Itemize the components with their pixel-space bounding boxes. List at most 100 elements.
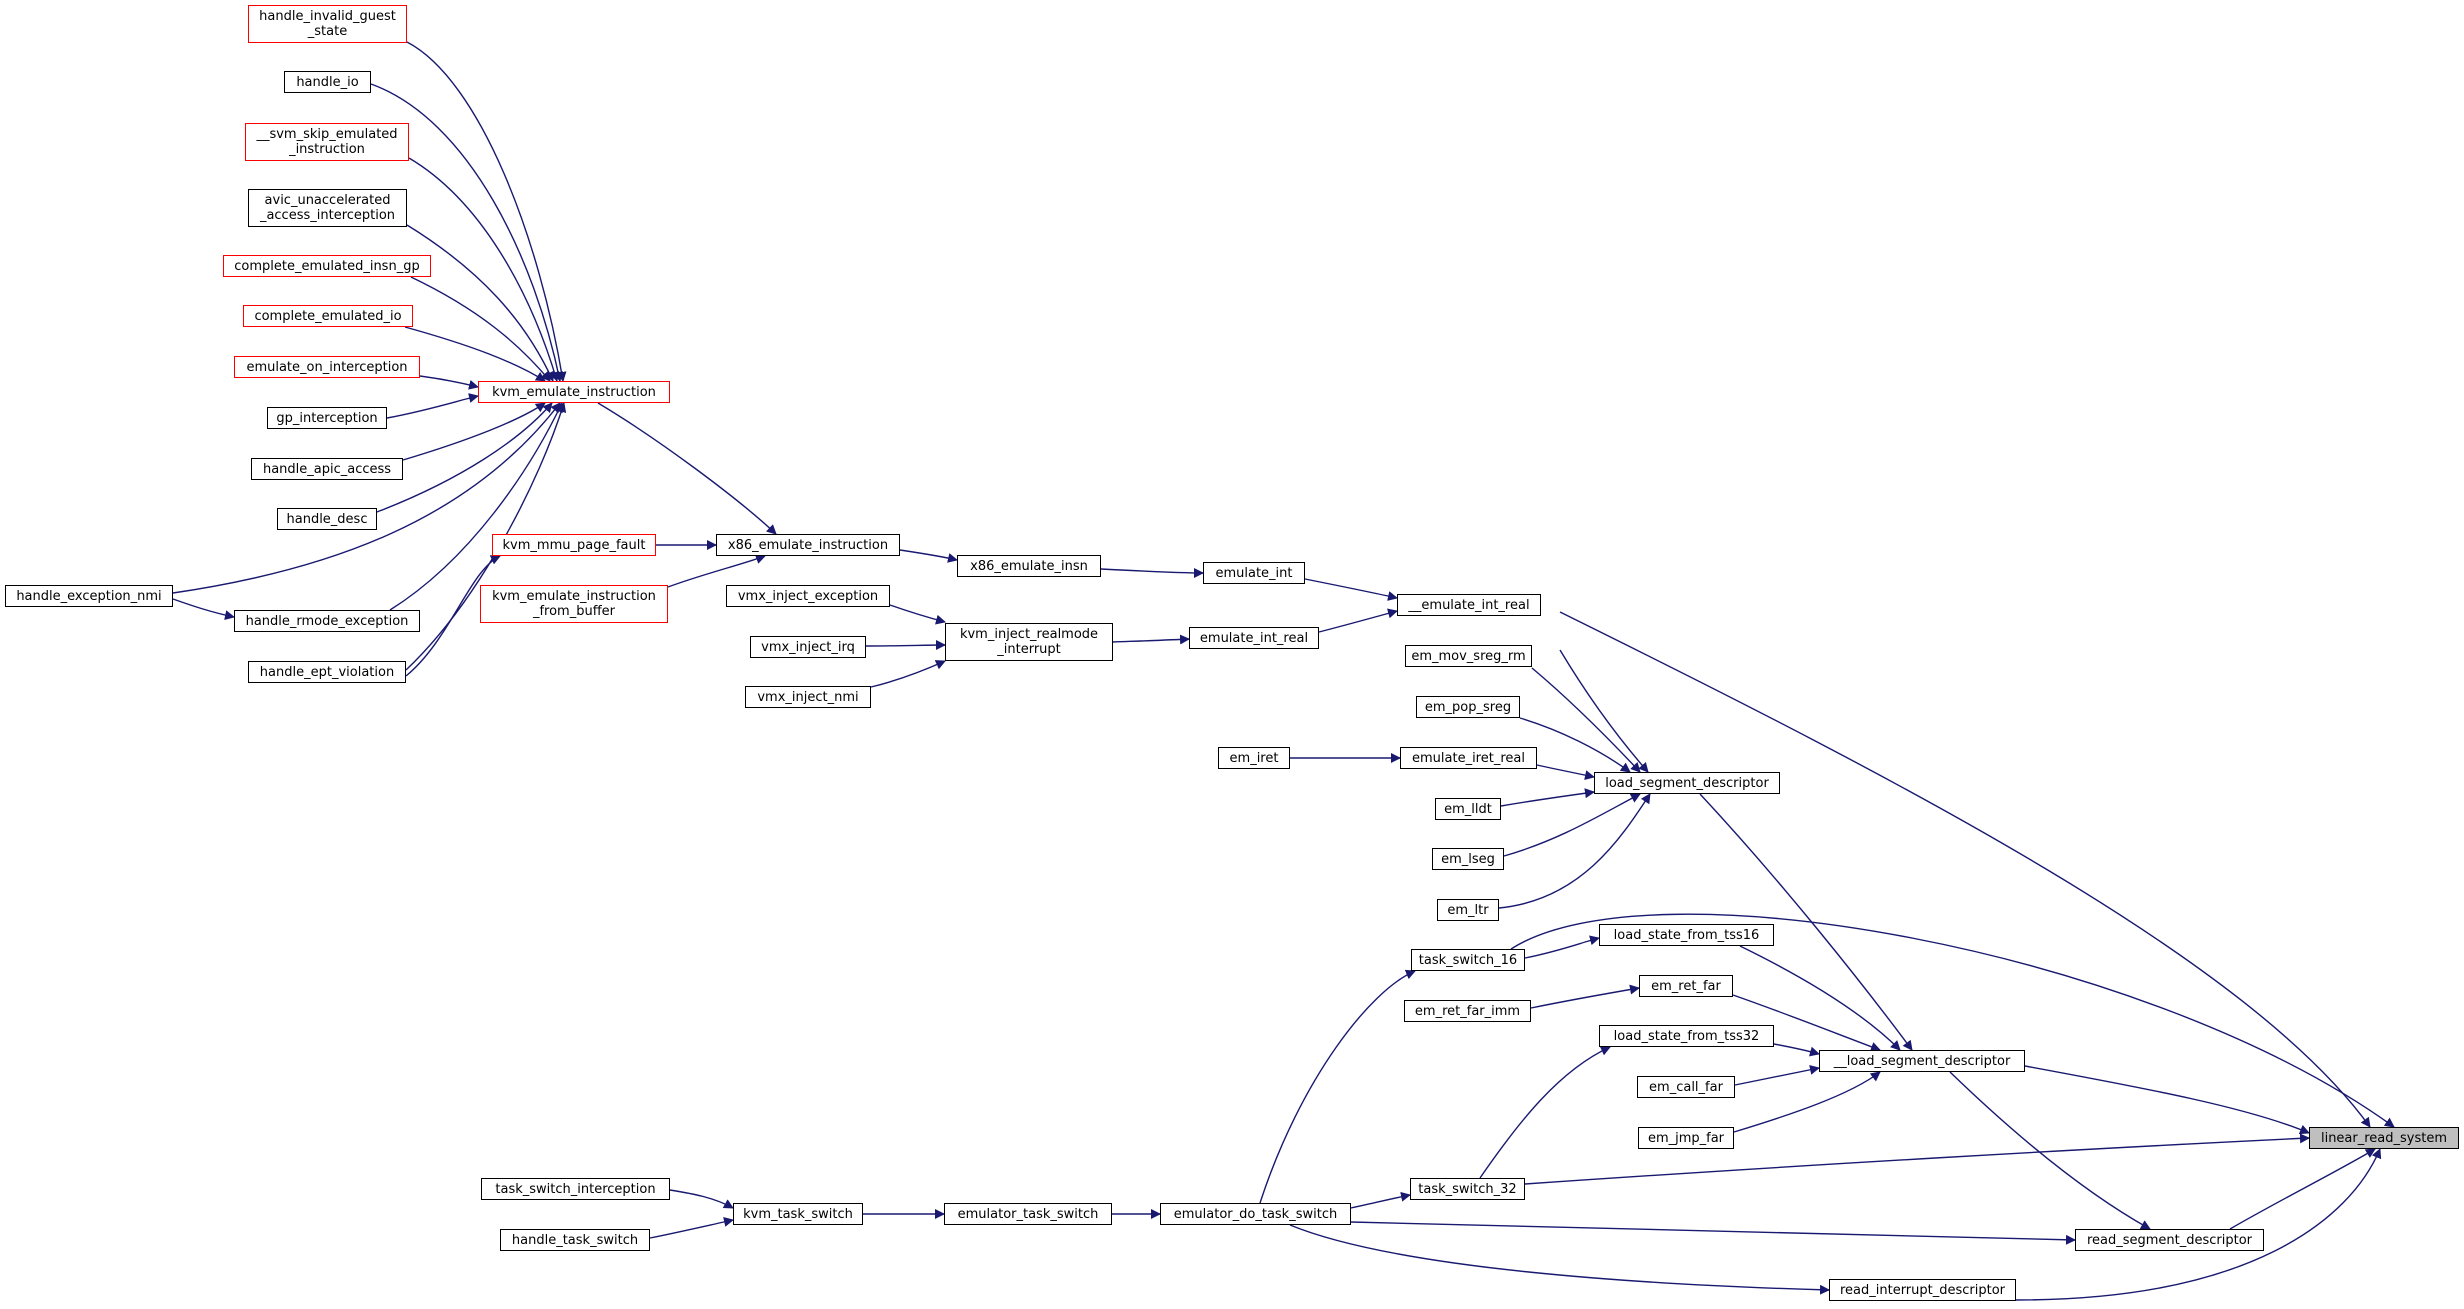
node-kvm-emulate-instruction-from-buffer[interactable]: kvm_emulate_instruction_from_buffer <box>480 585 668 623</box>
node-emulate-iret-real[interactable]: emulate_iret_real <box>1400 747 1537 769</box>
node-read-segment-descriptor[interactable]: read_segment_descriptor <box>2075 1229 2264 1251</box>
node-emulate-int[interactable]: emulate_int <box>1203 562 1305 584</box>
node-kvm-mmu-page-fault[interactable]: kvm_mmu_page_fault <box>492 534 656 556</box>
node-label: em_lldt <box>1444 802 1492 817</box>
node-label-line: read_segment_descriptor <box>2086 1232 2253 1248</box>
node-em-ltr[interactable]: em_ltr <box>1437 899 1499 921</box>
node-load-state-from-tss16[interactable]: load_state_from_tss16 <box>1599 924 1774 946</box>
node-load-segment-descriptor[interactable]: load_segment_descriptor <box>1594 772 1780 794</box>
node-task-switch-interception[interactable]: task_switch_interception <box>481 1178 670 1200</box>
node-handle-invalid-guest-state[interactable]: handle_invalid_guest_state <box>248 5 407 43</box>
node-label-line: emulator_task_switch <box>957 1206 1099 1222</box>
node-handle-task-switch[interactable]: handle_task_switch <box>500 1229 650 1251</box>
edge-avic_unaccelerated_access_interception-to-kvm_emulate_instruction <box>406 224 554 382</box>
node-label: task_switch_32 <box>1418 1182 1516 1197</box>
node-x86-emulate-insn[interactable]: x86_emulate_insn <box>957 555 1101 577</box>
node-label-line: load_segment_descriptor <box>1605 775 1769 791</box>
node-em-lldt[interactable]: em_lldt <box>1435 798 1501 820</box>
edge-emulator_do_task_switch-to-read_interrupt_descriptor <box>1289 1224 1830 1295</box>
node-label: handle_ept_violation <box>260 665 394 680</box>
node-label: __svm_skip_emulated_instruction <box>256 127 397 157</box>
node-vmx-inject-exception[interactable]: vmx_inject_exception <box>726 585 890 607</box>
node-em-ret-far-imm[interactable]: em_ret_far_imm <box>1404 1000 1531 1022</box>
node-complete-emulated-insn-gp[interactable]: complete_emulated_insn_gp <box>223 255 431 277</box>
edge-complete_emulated_io-to-kvm_emulate_instruction <box>404 326 546 382</box>
node-svm-skip-emulated-instruction[interactable]: __svm_skip_emulated_instruction <box>245 123 409 161</box>
node-label: em_mov_sreg_rm <box>1411 649 1525 664</box>
node-label-line: em_mov_sreg_rm <box>1411 648 1526 664</box>
node-label-line: handle_apic_access <box>262 461 392 477</box>
node-vmx-inject-nmi[interactable]: vmx_inject_nmi <box>745 686 871 708</box>
node-load-state-from-tss32[interactable]: load_state_from_tss32 <box>1599 1025 1774 1047</box>
node-handle-io[interactable]: handle_io <box>284 71 371 93</box>
node-label: emulator_task_switch <box>958 1207 1099 1222</box>
node-label-line: avic_unaccelerated <box>264 193 391 208</box>
edge-load_state_from_tss32-to-__load_segment_descriptor <box>1773 1043 1820 1057</box>
node-handle-desc[interactable]: handle_desc <box>277 508 377 530</box>
node-label: em_jmp_far <box>1648 1131 1724 1146</box>
node-handle-ept-violation[interactable]: handle_ept_violation <box>248 661 406 683</box>
node-label: handle_rmode_exception <box>246 614 409 629</box>
edge-handle_exception_nmi-to-handle_rmode_exception <box>172 598 235 621</box>
node-handle-apic-access[interactable]: handle_apic_access <box>251 458 403 480</box>
node-em-mov-sreg-rm[interactable]: em_mov_sreg_rm <box>1405 645 1532 667</box>
node-label-line: vmx_inject_exception <box>737 588 879 604</box>
node-vmx-inject-irq[interactable]: vmx_inject_irq <box>750 636 866 658</box>
node-label: read_interrupt_descriptor <box>1840 1283 2005 1298</box>
node-kvm-task-switch[interactable]: kvm_task_switch <box>733 1203 863 1225</box>
node-load-segment-descriptor[interactable]: __load_segment_descriptor <box>1819 1050 2025 1072</box>
node-em-iret[interactable]: em_iret <box>1218 747 1290 769</box>
edge-em_pop_sreg-to-load_segment_descriptor <box>1519 717 1631 773</box>
node-emulator-task-switch[interactable]: emulator_task_switch <box>944 1203 1112 1225</box>
node-em-lseg[interactable]: em_lseg <box>1432 848 1504 870</box>
node-em-jmp-far[interactable]: em_jmp_far <box>1638 1127 1734 1149</box>
node-em-call-far[interactable]: em_call_far <box>1637 1076 1735 1098</box>
node-emulate-on-interception[interactable]: emulate_on_interception <box>234 356 420 378</box>
node-kvm-emulate-instruction[interactable]: kvm_emulate_instruction <box>478 381 670 403</box>
node-emulate-int-real[interactable]: emulate_int_real <box>1189 627 1319 649</box>
node-complete-emulated-io[interactable]: complete_emulated_io <box>243 305 413 327</box>
node-label-line: handle_exception_nmi <box>16 588 162 604</box>
node-label-line: vmx_inject_nmi <box>757 689 859 705</box>
node-label: emulate_iret_real <box>1412 751 1525 766</box>
node-em-ret-far[interactable]: em_ret_far <box>1639 975 1733 997</box>
node-label: load_segment_descriptor <box>1605 776 1769 791</box>
edge-emulator_do_task_switch-to-task_switch_32 <box>1350 1191 1411 1209</box>
node-read-interrupt-descriptor[interactable]: read_interrupt_descriptor <box>1829 1279 2016 1301</box>
node-label: complete_emulated_io <box>254 309 401 324</box>
edge-svm_skip_emulated_instruction-to-kvm_emulate_instruction <box>408 157 560 382</box>
node-task-switch-16[interactable]: task_switch_16 <box>1411 949 1525 971</box>
node-label-line: x86_emulate_instruction <box>727 537 889 553</box>
node-handle-rmode-exception[interactable]: handle_rmode_exception <box>234 610 420 632</box>
node-label: kvm_emulate_instruction <box>492 385 656 400</box>
node-em-pop-sreg[interactable]: em_pop_sreg <box>1416 696 1520 718</box>
node-label-line: handle_ept_violation <box>259 664 395 680</box>
node-emulator-do-task-switch[interactable]: emulator_do_task_switch <box>1160 1203 1351 1225</box>
node-gp-interception[interactable]: gp_interception <box>267 407 387 429</box>
node-label-line: task_switch_32 <box>1418 1181 1517 1197</box>
node-label-line: _state <box>307 24 348 39</box>
node-label-line: load_state_from_tss32 <box>1613 1028 1760 1044</box>
edge-emulate_iret_real-to-load_segment_descriptor <box>1536 764 1595 781</box>
edge-task_switch_16-to-linear_read_system <box>1510 913 2395 1128</box>
node-label-line: em_ret_far <box>1651 978 1721 994</box>
node-emulate-int-real[interactable]: __emulate_int_real <box>1397 594 1541 616</box>
edge-kvm_emulate_instruction_from_buffer-to-x86_emulate_instruction <box>667 554 766 588</box>
node-label: load_state_from_tss32 <box>1614 1029 1760 1044</box>
node-x86-emulate-instruction[interactable]: x86_emulate_instruction <box>716 534 900 556</box>
node-avic-unaccelerated-access-interception[interactable]: avic_unaccelerated_access_interception <box>248 189 407 227</box>
node-label-line: __load_segment_descriptor <box>1833 1053 2011 1069</box>
node-label-line: emulator_do_task_switch <box>1173 1206 1338 1222</box>
node-task-switch-32[interactable]: task_switch_32 <box>1410 1178 1525 1200</box>
edge-em_jmp_far-to-__load_segment_descriptor <box>1733 1071 1881 1133</box>
edge-__emulate_int_real-to-linear_read_system <box>1559 611 2371 1128</box>
node-kvm-inject-realmode-interrupt[interactable]: kvm_inject_realmode_interrupt <box>945 623 1113 661</box>
edge-kvm_inject_realmode_interrupt-to-emulate_int_real <box>1112 634 1190 645</box>
edge-em_ret_far_imm-to-em_ret_far <box>1530 984 1640 1009</box>
edge-emulate_int-to-__emulate_int_real <box>1304 578 1398 601</box>
node-label: handle_io <box>296 75 358 90</box>
node-label: kvm_inject_realmode_interrupt <box>960 627 1098 657</box>
node-handle-exception-nmi[interactable]: handle_exception_nmi <box>5 585 173 607</box>
node-label: handle_task_switch <box>512 1233 638 1248</box>
